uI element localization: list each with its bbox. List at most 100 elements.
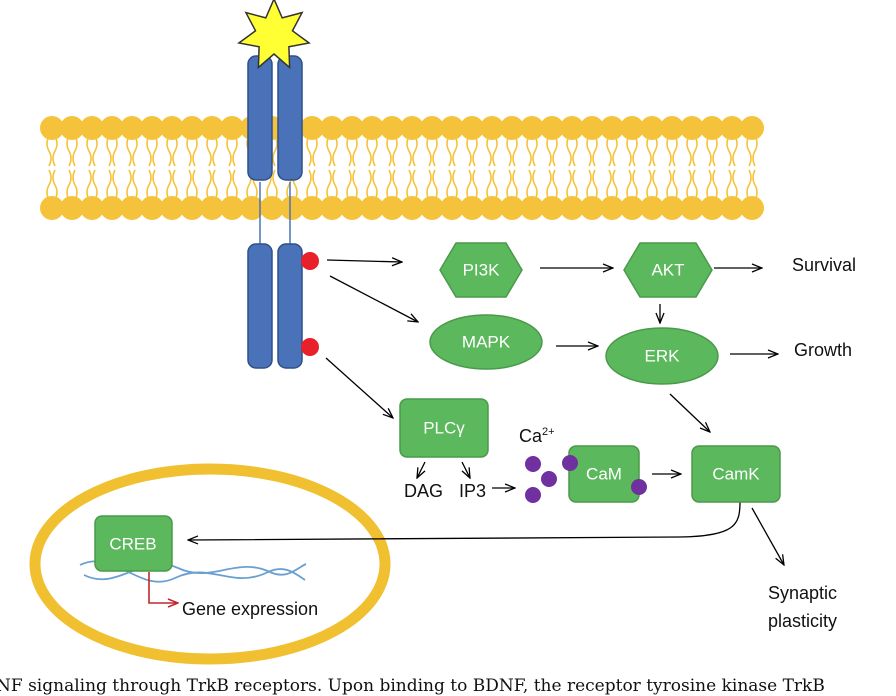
lipid-head	[440, 116, 464, 140]
lipid-tail	[372, 135, 378, 167]
receptor-helix-left-upper	[247, 55, 273, 181]
lipid-tail	[732, 135, 738, 167]
lipid-head	[200, 116, 224, 140]
creb-label: CREB	[109, 535, 156, 554]
lipid-tail	[706, 169, 712, 201]
lipid-head	[700, 196, 724, 220]
lipid-tails-bottom	[46, 169, 758, 201]
lipid-tail	[46, 169, 52, 201]
lipid-tail	[746, 169, 752, 201]
lipid-head	[280, 196, 304, 220]
lipid-tail	[572, 135, 578, 167]
lipid-tail	[592, 135, 598, 167]
lipid-head	[620, 196, 644, 220]
lipid-tail	[446, 169, 452, 201]
lipid-tail	[712, 135, 718, 167]
lipid-tail	[592, 169, 598, 201]
lipid-tail	[432, 169, 438, 201]
arrow-receptor-to-plc	[325, 357, 393, 418]
lipid-tail	[466, 135, 472, 167]
ip3-label: IP3	[459, 481, 486, 501]
lipid-head	[580, 196, 604, 220]
lipid-tail	[426, 135, 432, 167]
lipid-tail	[332, 169, 338, 201]
lipid-tail	[386, 135, 392, 167]
arrow-camk-to-creb	[188, 501, 741, 540]
lipid-head	[180, 196, 204, 220]
lipid-tail	[452, 135, 458, 167]
lipid-tail	[692, 135, 698, 167]
lipid-head	[120, 116, 144, 140]
survival-label: Survival	[792, 255, 856, 275]
lipid-tail	[506, 169, 512, 201]
lipid-tail	[466, 169, 472, 201]
lipid-tail	[46, 135, 52, 167]
pathway-arrows	[188, 260, 784, 565]
cam-node: CaM	[568, 445, 640, 503]
lipid-tail	[566, 169, 572, 201]
lipid-tail	[672, 169, 678, 201]
lipid-head	[140, 116, 164, 140]
lipid-heads-bottom	[40, 196, 764, 220]
calcium-ions	[525, 455, 647, 503]
lipid-tail	[306, 169, 312, 201]
lipid-head	[440, 196, 464, 220]
lipid-tail	[586, 169, 592, 201]
lipid-head	[80, 116, 104, 140]
lipid-head	[220, 116, 244, 140]
lipid-tail	[112, 169, 118, 201]
lipid-head	[160, 116, 184, 140]
lipid-tail	[732, 169, 738, 201]
lipid-head	[60, 116, 84, 140]
calcium-label: Ca2+	[519, 426, 555, 446]
plc-gamma-node: PLCγ	[399, 398, 489, 458]
lipid-head	[100, 196, 124, 220]
gene-expression-label: Gene expression	[182, 599, 318, 619]
lipid-heads-top	[40, 116, 764, 140]
lipid-head	[120, 196, 144, 220]
lipid-head	[540, 196, 564, 220]
lipid-tail	[626, 135, 632, 167]
lipid-tail	[112, 135, 118, 167]
lipid-head	[300, 196, 324, 220]
lipid-head	[360, 196, 384, 220]
lipid-head	[480, 116, 504, 140]
lipid-tail	[526, 169, 532, 201]
lipid-tail	[232, 135, 238, 167]
mapk-node: MAPK	[429, 314, 543, 370]
lipid-tail	[346, 169, 352, 201]
lipid-head	[600, 116, 624, 140]
lipid-tail	[712, 169, 718, 201]
lipid-tail	[432, 135, 438, 167]
lipid-tail	[472, 135, 478, 167]
lipid-tail	[492, 169, 498, 201]
lipid-tail	[492, 135, 498, 167]
lipid-tail	[306, 135, 312, 167]
lipid-tail	[272, 169, 278, 201]
lipid-head	[640, 116, 664, 140]
lipid-tail	[226, 169, 232, 201]
camk-label: CamK	[712, 465, 760, 484]
lipid-tail	[72, 169, 78, 201]
lipid-tail	[152, 169, 158, 201]
lipid-tail	[632, 135, 638, 167]
trkb-receptor	[247, 55, 319, 369]
lipid-head	[340, 196, 364, 220]
creb-node: CREB	[94, 515, 173, 572]
lipid-tail	[366, 169, 372, 201]
lipid-tail	[546, 169, 552, 201]
lipid-tail	[426, 169, 432, 201]
lipid-tail	[566, 135, 572, 167]
lipid-tail	[326, 135, 332, 167]
lipid-head	[460, 196, 484, 220]
lipid-tail	[532, 135, 538, 167]
lipid-head	[320, 196, 344, 220]
lipid-tail	[546, 135, 552, 167]
lipid-head	[40, 196, 64, 220]
lipid-tail	[52, 135, 58, 167]
lipid-tail	[612, 135, 618, 167]
lipid-head	[360, 116, 384, 140]
lipid-tail	[412, 169, 418, 201]
lipid-head	[660, 196, 684, 220]
lipid-tail	[606, 135, 612, 167]
